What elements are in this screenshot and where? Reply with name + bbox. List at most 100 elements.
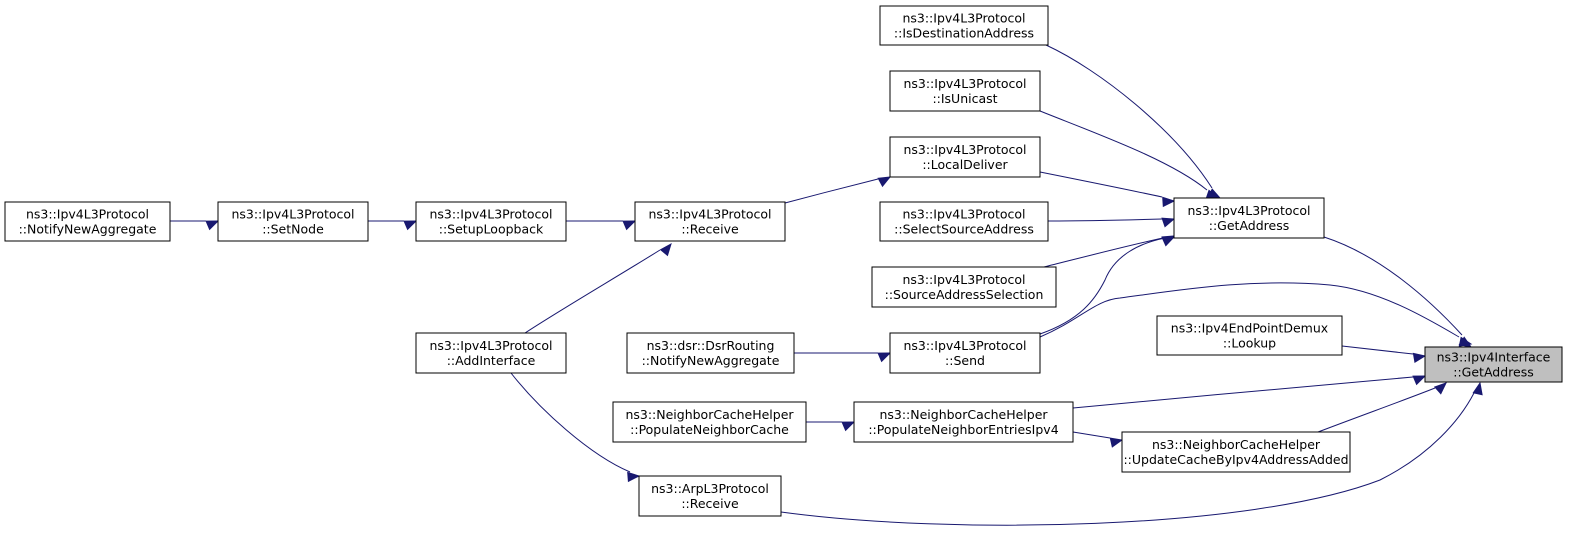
node-label-line2: ::PopulateNeighborEntriesIpv4 — [868, 422, 1058, 437]
node-label-line1: ns3::Ipv4L3Protocol — [902, 207, 1025, 222]
node-label-line1: ns3::Ipv4L3Protocol — [429, 207, 552, 222]
node-box — [871, 266, 1057, 308]
edge-arrowhead — [1161, 236, 1176, 247]
node-box — [612, 401, 807, 443]
node-label-line2: ::UpdateCacheByIpv4AddressAdded — [1123, 452, 1348, 467]
node-box — [1156, 315, 1343, 356]
node-label-line2: ::IsUnicast — [932, 91, 997, 106]
node-selectsrc[interactable]: ns3::Ipv4L3Protocol::SelectSourceAddress — [879, 201, 1049, 242]
node-label-line2: ::GetAddress — [1453, 365, 1533, 380]
node-label-line2: ::IsDestinationAddress — [894, 26, 1034, 41]
node-label-line2: ::SetupLoopback — [439, 222, 544, 237]
node-label-line1: ns3::NeighborCacheHelper — [879, 407, 1048, 422]
edge-line — [1323, 236, 1463, 336]
node-lookup[interactable]: ns3::Ipv4EndPointDemux::Lookup — [1156, 315, 1343, 356]
node-localdeliver[interactable]: ns3::Ipv4L3Protocol::LocalDeliver — [889, 136, 1041, 178]
edge-arrowhead — [403, 220, 418, 231]
node-receive[interactable]: ns3::Ipv4L3Protocol::Receive — [634, 201, 786, 242]
edge-updatecache-to-getaddress_iface — [1317, 382, 1447, 433]
edge-line — [510, 372, 631, 473]
edge-arrowhead — [1109, 437, 1124, 448]
node-label-line1: ns3::Ipv4L3Protocol — [648, 207, 771, 222]
node-label-line1: ns3::Ipv4L3Protocol — [902, 272, 1025, 287]
edge-arrowhead — [622, 220, 637, 231]
node-isdest[interactable]: ns3::Ipv4L3Protocol::IsDestinationAddres… — [879, 5, 1049, 46]
edge-send-to-l3_getaddress — [1039, 236, 1176, 335]
node-addiface[interactable]: ns3::Ipv4L3Protocol::AddInterface — [415, 332, 567, 374]
edge-arrowhead — [1412, 352, 1427, 364]
node-label-line2: ::AddInterface — [447, 353, 536, 368]
edge-line — [524, 249, 661, 334]
node-label-line2: ::SourceAddressSelection — [885, 287, 1044, 302]
edge-localdeliver-to-l3_getaddress — [1039, 171, 1176, 208]
edge-arrowhead — [1433, 382, 1447, 395]
edge-line — [1039, 110, 1208, 191]
node-label-line1: ns3::Ipv4L3Protocol — [429, 338, 552, 353]
edge-line — [1317, 387, 1436, 433]
node-box — [1424, 346, 1563, 383]
node-label-line1: ns3::Ipv4L3Protocol — [903, 338, 1026, 353]
edge-line — [784, 178, 879, 204]
edge-line — [1341, 345, 1414, 355]
edge-arrowhead — [1472, 381, 1483, 396]
node-label-line1: ns3::Ipv4L3Protocol — [903, 142, 1026, 157]
node-l3_getaddress[interactable]: ns3::Ipv4L3Protocol::GetAddress — [1173, 197, 1325, 239]
node-box — [626, 332, 795, 374]
node-updatecache[interactable]: ns3::NeighborCacheHelper::UpdateCacheByI… — [1121, 431, 1351, 473]
edge-setnode-to-setuploop — [368, 220, 418, 231]
node-send[interactable]: ns3::Ipv4L3Protocol::Send — [889, 332, 1041, 374]
node-setuploop[interactable]: ns3::Ipv4L3Protocol::SetupLoopback — [415, 201, 567, 242]
edge-line — [1072, 431, 1111, 439]
edge-popentries-to-updatecache — [1072, 431, 1124, 448]
edge-addiface-to-receive — [524, 242, 672, 334]
node-popentries[interactable]: ns3::NeighborCacheHelper::PopulateNeighb… — [853, 401, 1074, 443]
edge-setuploop-to-receive — [566, 220, 637, 231]
edge-line — [1039, 171, 1163, 198]
edge-arrowhead — [627, 471, 641, 483]
node-popcache[interactable]: ns3::NeighborCacheHelper::PopulateNeighb… — [612, 401, 807, 443]
edge-l3_getaddress-to-getaddress_iface — [1323, 236, 1473, 348]
node-label-line1: ns3::Ipv4L3Protocol — [1187, 203, 1310, 218]
node-box — [889, 332, 1041, 374]
edge-arpreceive-to-getaddress_iface — [780, 381, 1483, 526]
edge-line — [1072, 376, 1414, 409]
node-dsr[interactable]: ns3::dsr::DsrRouting::NotifyNewAggregate — [626, 332, 795, 374]
node-label-line2: ::Receive — [681, 496, 739, 511]
node-isunicast[interactable]: ns3::Ipv4L3Protocol::IsUnicast — [889, 70, 1041, 112]
node-label-line1: ns3::Ipv4L3Protocol — [26, 207, 149, 222]
node-srcsel[interactable]: ns3::Ipv4L3Protocol::SourceAddressSelect… — [871, 266, 1057, 308]
nodes-layer: ns3::Ipv4Interface::GetAddress ns3::Ipv4L… — [4, 5, 1563, 517]
node-setnode[interactable]: ns3::Ipv4L3Protocol::SetNode — [217, 201, 369, 242]
edge-isunicast-to-l3_getaddress — [1039, 110, 1220, 200]
edge-arrowhead — [1162, 196, 1176, 208]
node-box — [889, 70, 1041, 112]
node-box — [415, 201, 567, 242]
edge-receive-to-localdeliver — [784, 176, 892, 204]
node-box — [879, 201, 1049, 242]
node-label-line2: ::Send — [945, 353, 985, 368]
edge-line — [1039, 237, 1166, 335]
node-label-line1: ns3::ArpL3Protocol — [651, 481, 769, 496]
node-label-line2: ::Receive — [681, 222, 739, 237]
edge-arrowhead — [1412, 375, 1427, 386]
edge-line — [1047, 218, 1163, 222]
node-label-line2: ::GetAddress — [1209, 218, 1289, 233]
edge-popcache-to-popentries — [805, 421, 856, 432]
edge-isdest-to-l3_getaddress — [1045, 44, 1222, 199]
edge-line — [1045, 44, 1213, 189]
node-notifyagg[interactable]: ns3::Ipv4L3Protocol::NotifyNewAggregate — [4, 201, 171, 242]
node-box — [879, 5, 1049, 46]
node-box — [638, 475, 782, 517]
edge-send-to-getaddress_iface — [1039, 282, 1473, 347]
node-arpreceive[interactable]: ns3::ArpL3Protocol::Receive — [638, 475, 782, 517]
node-label-line2: ::NotifyNewAggregate — [19, 222, 157, 237]
edge-notifyagg-to-setnode — [170, 220, 220, 231]
node-label-line1: ns3::Ipv4L3Protocol — [903, 76, 1026, 91]
node-getaddress_iface[interactable]: ns3::Ipv4Interface::GetAddress — [1424, 346, 1563, 383]
node-box — [634, 201, 786, 242]
node-label-line2: ::SetNode — [262, 222, 324, 237]
edge-arrowhead — [877, 176, 892, 188]
edges-layer — [170, 44, 1483, 526]
node-label-line2: ::PopulateNeighborCache — [630, 422, 789, 437]
